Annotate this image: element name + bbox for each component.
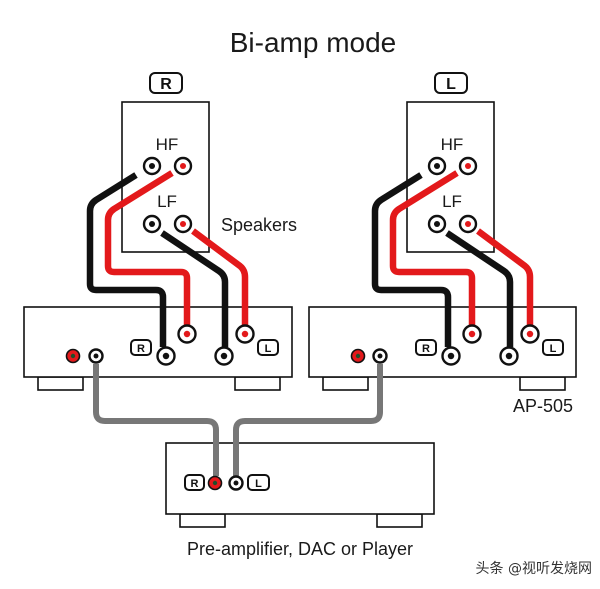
amp2-l-negative-output — [499, 346, 519, 366]
amp2-foot-right — [519, 376, 566, 391]
source-foot-left — [179, 513, 226, 528]
amplifier-right-channel — [23, 306, 293, 391]
amp2-input-white-rca — [372, 348, 388, 364]
speaker-r-hf-label: HF — [156, 135, 179, 154]
cable-l-lf-negative — [445, 230, 514, 347]
amp2-r-tag-label: R — [422, 343, 430, 355]
speaker-r-hf-negative-terminal — [142, 156, 162, 176]
amp2-r-tag — [415, 339, 437, 356]
cable-r-lf-positive — [191, 228, 249, 328]
amp1-input-white-rca — [88, 348, 104, 364]
amp1-l-tag-label: L — [265, 343, 272, 355]
speaker-left: L HF LF — [406, 72, 495, 253]
amp1-l-tag — [257, 339, 279, 356]
source-r-tag-label: R — [191, 478, 199, 490]
source-r-output-rca — [207, 475, 223, 491]
speaker-l-lf-positive-terminal — [458, 214, 478, 234]
amp1-foot-right — [234, 376, 281, 391]
speakers-caption: Speakers — [221, 215, 297, 235]
speaker-r-hf-positive-terminal — [173, 156, 193, 176]
amp2-l-tag-label: L — [550, 343, 557, 355]
source-l-tag — [247, 474, 270, 491]
speaker-l-tag-label: L — [446, 76, 456, 93]
source-chassis — [165, 442, 435, 515]
amp1-l-negative-output — [214, 346, 234, 366]
amp1-tags: R L — [130, 339, 279, 356]
speaker-r-tag — [149, 72, 183, 94]
source-foot-right — [376, 513, 423, 528]
speaker-l-tag — [434, 72, 468, 94]
amplifier-model-caption: AP-505 — [513, 396, 573, 416]
amp1-r-tag — [130, 339, 152, 356]
interconnect-left-channel — [233, 364, 383, 476]
amp2-chassis — [308, 306, 577, 378]
source-tags: R L — [184, 474, 270, 491]
amplifier-left-channel — [308, 306, 577, 391]
speaker-l-hf-label: HF — [441, 135, 464, 154]
amp2-l-positive-output — [520, 324, 540, 344]
amp1-r-negative-output — [156, 346, 176, 366]
speaker-right: R HF LF — [121, 72, 210, 253]
source-l-output-rca — [228, 475, 244, 491]
source-l-tag-label: L — [255, 478, 262, 490]
amp2-foot-left — [322, 376, 369, 391]
cable-r-hf-positive — [104, 170, 191, 328]
source-device — [165, 442, 435, 528]
cable-r-lf-negative — [160, 230, 229, 347]
amp1-r-positive-output — [177, 324, 197, 344]
amp1-r-tag-label: R — [137, 343, 145, 355]
watermark: 头条 @视听发烧网 — [476, 560, 592, 577]
speaker-l-hf-negative-terminal — [427, 156, 447, 176]
amp1-l-positive-output — [235, 324, 255, 344]
speaker-r-lf-label: LF — [157, 192, 177, 211]
amp2-r-negative-output — [441, 346, 461, 366]
source-caption: Pre-amplifier, DAC or Player — [187, 539, 413, 559]
cable-l-hf-positive — [389, 170, 476, 328]
source-r-tag — [184, 474, 205, 491]
cables — [86, 170, 534, 476]
cable-l-lf-positive — [476, 228, 534, 328]
speaker-l-lf-negative-terminal — [427, 214, 447, 234]
amp2-r-positive-output — [462, 324, 482, 344]
terminals — [65, 156, 540, 491]
cable-l-hf-negative — [371, 172, 452, 347]
speaker-r-tag-label: R — [160, 76, 172, 93]
speaker-l-lf-label: LF — [442, 192, 462, 211]
amp2-input-red-rca — [350, 348, 366, 364]
amp2-l-tag — [542, 339, 564, 356]
speaker-r-lf-negative-terminal — [142, 214, 162, 234]
speaker-l-hf-positive-terminal — [458, 156, 478, 176]
amp1-chassis — [23, 306, 293, 378]
speaker-r-lf-positive-terminal — [173, 214, 193, 234]
amp1-input-red-rca — [65, 348, 81, 364]
cable-r-hf-negative — [86, 172, 167, 347]
amp2-tags: R L — [415, 339, 564, 356]
interconnect-right-channel — [93, 364, 219, 476]
amp1-foot-left — [37, 376, 84, 391]
diagram-title: Bi-amp mode — [230, 27, 397, 58]
